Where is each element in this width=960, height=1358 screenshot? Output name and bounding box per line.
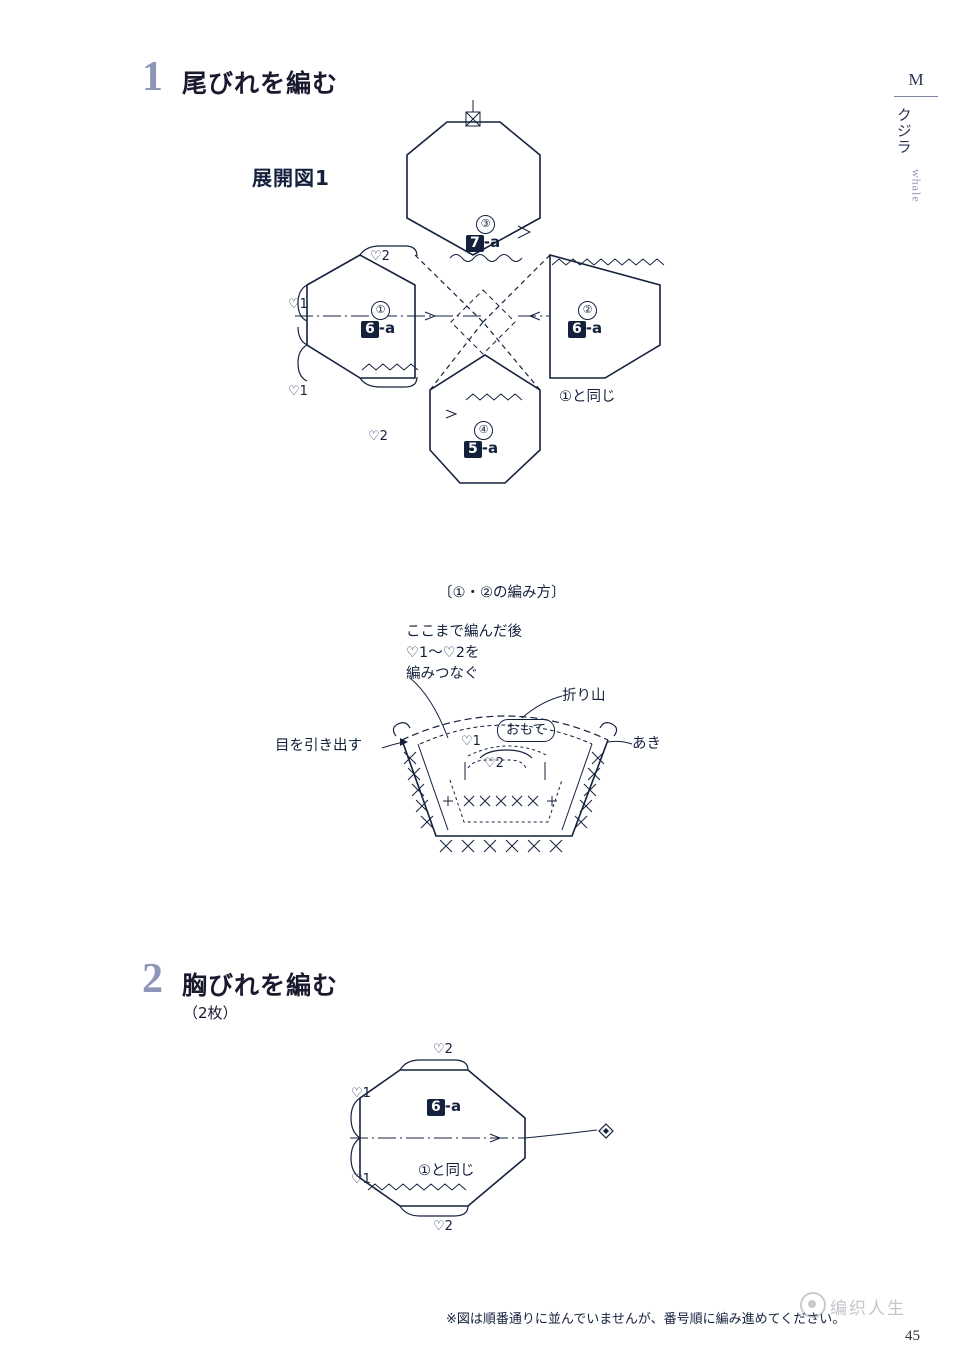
diagram-2-same-as: ①と同じ — [418, 1163, 475, 1179]
panel-3-circle: ③ — [476, 212, 495, 234]
side-tab: M クジラ whale — [894, 70, 938, 207]
side-tab-jp: クジラ — [894, 107, 913, 155]
detail-title: 〔①・②の編み方〕 — [438, 585, 566, 601]
panel-2-same-as: ①と同じ — [559, 389, 616, 405]
diagram-2-heart-left-lower: ♡1 — [351, 1172, 371, 1187]
detail-heart-1: ♡1 — [461, 734, 481, 749]
panel-1-circle: ① — [371, 298, 390, 320]
step-1-title: 尾びれを編む — [182, 69, 339, 98]
panel-4-code: 5-a — [464, 438, 498, 458]
detail-note-line-3: 編みつなぐ — [406, 666, 479, 683]
side-tab-en: whale — [909, 169, 924, 203]
detail-stitch-diagram — [381, 677, 633, 853]
diagram-1-heart-left-lower: ♡1 — [288, 384, 308, 399]
side-tab-letter: M — [908, 70, 924, 89]
detail-pull-loop-label: 目を引き出す — [275, 738, 362, 754]
detail-opening-label: あき — [632, 736, 661, 752]
panel-2-circle: ② — [578, 298, 597, 320]
diagram-1-heart-left-upper: ♡1 — [288, 297, 308, 312]
diagram-2-heart-top: ♡2 — [433, 1042, 453, 1057]
watermark-logo-icon — [800, 1292, 826, 1318]
step-1-number: 1 — [142, 54, 163, 100]
step-2-number: 2 — [142, 956, 163, 1002]
step-2-sub: （2枚） — [183, 1004, 238, 1022]
unfolded-diagram-1 — [295, 100, 665, 484]
panel-1-code: 6-a — [361, 318, 395, 338]
unfolded-diagram-2 — [350, 1059, 614, 1217]
detail-note-line-1: ここまで編んだ後 — [406, 624, 522, 640]
diagram-2-code: 6-a — [427, 1096, 461, 1116]
page-number: 45 — [905, 1328, 920, 1344]
page-footnote: ※図は順番通りに並んでいませんが、番号順に編み進めてください。 — [446, 1312, 846, 1327]
detail-note-line-2: ♡1～♡2を — [406, 645, 480, 662]
diagram-2-heart-bottom: ♡2 — [433, 1219, 453, 1234]
step-2-title: 胸びれを編む — [182, 971, 339, 1000]
diagram-2-heart-left-upper: ♡1 — [351, 1086, 371, 1101]
detail-fold-label: 折り山 — [562, 688, 606, 704]
detail-note: ここまで編んだ後 ♡1～♡2を 編みつなぐ — [406, 622, 522, 685]
diagram-1-heart-bottom: ♡2 — [368, 429, 388, 444]
watermark-text: 编织人生 — [830, 1299, 906, 1319]
panel-3-code: 7-a — [466, 232, 500, 252]
panel-4-circle: ④ — [474, 418, 493, 440]
detail-heart-2: ♡2 — [484, 756, 504, 771]
panel-2-code: 6-a — [568, 318, 602, 338]
side-tab-rule — [894, 96, 938, 97]
diagram-1-label: 展開図1 — [252, 166, 330, 190]
diagram-1-heart-top: ♡2 — [370, 249, 390, 264]
